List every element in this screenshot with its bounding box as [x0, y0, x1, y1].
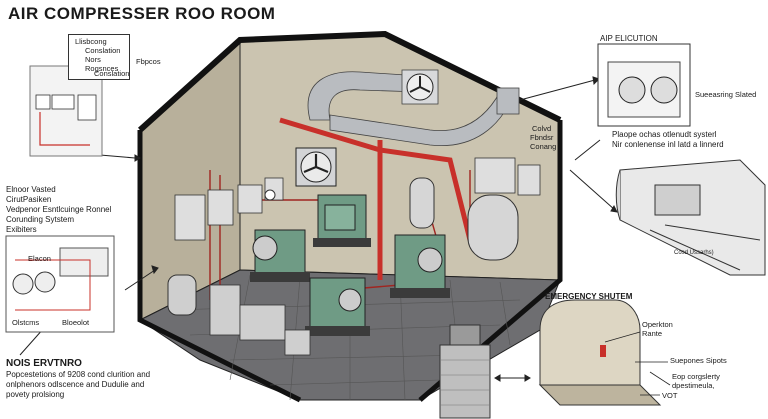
label: Llisbcong	[75, 37, 107, 46]
label: Operkton	[642, 320, 673, 329]
label: Rante	[642, 329, 663, 338]
left-heading: Elnoor Vasted CirutPasiken Vedpenor Esnt…	[6, 185, 136, 225]
receiver-tank-left	[409, 177, 435, 229]
label: Conslation	[85, 46, 121, 55]
front-cabinets	[209, 284, 311, 356]
pipe-label: Colvd	[532, 124, 552, 133]
exhibits-label: Exibiters	[6, 225, 37, 234]
red-piping	[279, 117, 473, 280]
compressor-unit-2	[313, 194, 371, 247]
fan-icon	[12, 273, 34, 295]
label: Rogsnces	[85, 64, 119, 73]
enclosure-illustration	[615, 159, 766, 276]
compressor-unit-1	[250, 229, 310, 282]
bottom-left-text: Popcestetions of 9208 cond clurition and…	[6, 370, 176, 400]
label: Bloeolot	[62, 318, 90, 327]
label: povety prolsiong	[6, 390, 65, 399]
panel-schematic	[35, 94, 97, 121]
control-panels	[174, 177, 284, 241]
page-title: AIR COMPRESSER ROO ROOM	[8, 4, 276, 23]
emergency-unit	[538, 299, 662, 406]
compressor-unit-4	[305, 277, 370, 336]
motor-icon	[618, 76, 646, 104]
label: Nors	[85, 55, 101, 64]
compressor-unit-3	[390, 234, 450, 298]
motor-icon	[650, 76, 678, 104]
label: Eop corgslerty	[672, 372, 720, 381]
fan-icon	[34, 271, 56, 293]
top-right-side-label: Sueeasring Slated	[695, 90, 757, 99]
brick-chimney	[439, 324, 491, 419]
label: onlphenors odlscence and Dudulie and	[6, 380, 145, 389]
emergency-label-1: Operkton Rante	[642, 320, 673, 338]
right-panels	[474, 157, 541, 196]
top-right-caption: Plaope ochas otlenudt systerl Nir conlen…	[612, 130, 762, 150]
enclosure-label: Cosd Ussarhs)	[674, 250, 714, 256]
receiver-tank-right	[467, 194, 519, 261]
label: Conslation	[94, 69, 130, 78]
emergency-label-3: Eop corgslerty dpestimeula,	[672, 372, 720, 390]
vent-label: VOT	[662, 391, 678, 400]
label: Plaope ochas otlenudt systerl	[612, 130, 717, 139]
label: Olstcms	[12, 318, 40, 327]
label: Vedpenor Esntlcuinge Ronnel	[6, 205, 112, 214]
bottom-left-heading: NOIS ERVTNRO	[6, 358, 82, 369]
pipe-label: Conang	[530, 142, 557, 151]
label: CirutPasiken	[6, 195, 52, 204]
wall-fan-icon	[300, 151, 332, 183]
label: dpestimeula,	[672, 381, 715, 390]
tank-floor-left	[167, 274, 197, 316]
label: Elnoor Vasted	[6, 185, 56, 194]
diagram-label: Elacon	[28, 254, 51, 263]
emergency-heading: EMERGENCY SHUTEM	[545, 292, 633, 301]
label: Corunding Sytstem	[6, 215, 75, 224]
top-right-heading: AIP ELICUTION	[600, 34, 658, 43]
top-left-callout: Llisbcong Conslation Nors Rogsnces	[68, 34, 130, 80]
emergency-label-2: Suepones Sipots	[670, 356, 727, 365]
label: Popcestetions of 9208 cond clurition and	[6, 370, 151, 379]
duct-fan-icon	[406, 73, 434, 101]
pipe-label: Fbndsr	[530, 133, 554, 142]
label: Fbpcos	[136, 57, 161, 66]
gauge-icon	[264, 189, 276, 201]
label: Nir conlenense inl latd a linnerd	[612, 140, 724, 149]
